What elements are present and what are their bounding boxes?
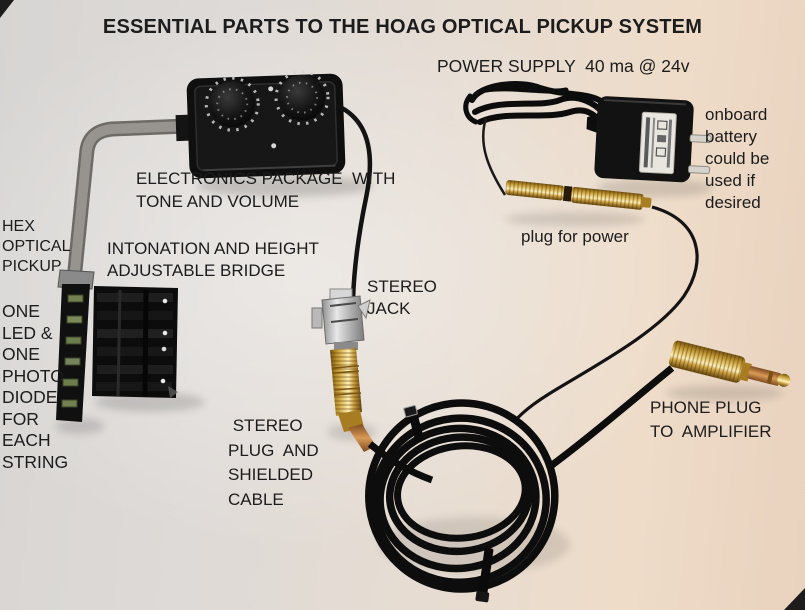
stereo-jack — [311, 288, 371, 345]
hex-optical-pickup — [56, 284, 90, 422]
cable-to-phone-plug — [545, 365, 675, 471]
stereo-plug — [330, 342, 376, 452]
plug-tip — [777, 373, 791, 387]
knurl-bands — [331, 365, 362, 396]
power-lead-wire — [482, 117, 507, 196]
power-plug-connector — [505, 180, 652, 210]
label-bridge: INTONATION AND HEIGHT ADJUSTABLE BRIDGE — [107, 239, 319, 280]
bridge — [92, 286, 178, 398]
label-led-photo-diode: ONE LED & ONE PHOTO DIODE FOR EACH STRIN… — [2, 301, 69, 472]
label-power-supply: POWER SUPPLY 40 ma @ 24v — [437, 56, 690, 76]
photo-corner-top-left — [0, 0, 14, 18]
photo-corner-bottom-right — [784, 588, 805, 610]
label-phone-plug: PHONE PLUG TO AMPLIFIER — [650, 398, 772, 441]
label-stereo-jack: STEREO JACK — [367, 277, 437, 318]
page-title: ESSENTIAL PARTS TO THE HOAG OPTICAL PICK… — [102, 16, 703, 38]
copper-shaft — [348, 424, 376, 452]
jack-wire — [336, 103, 373, 301]
shielded-cable-coil — [365, 399, 559, 593]
power-wire-loop — [512, 205, 699, 424]
power-prongs — [687, 134, 712, 175]
case-screw-top — [268, 86, 274, 92]
label-electronics-package: ELECTRONICS PACKAGE WITH TONE AND VOLUME — [136, 169, 396, 211]
case-screw-bottom — [271, 143, 277, 149]
electronics-package — [175, 70, 346, 179]
label-plug-for-power: plug for power — [521, 227, 629, 246]
tone-knob — [204, 76, 260, 132]
cable-tie-top — [403, 405, 425, 442]
volume-knob — [274, 70, 330, 126]
bridge-saddles — [96, 289, 173, 397]
label-stereo-plug: STEREO PLUG AND SHIELDED CABLE — [228, 416, 319, 509]
bridge-screws — [160, 298, 168, 384]
adapter-label — [638, 111, 677, 175]
cable-tie-bottom — [475, 547, 494, 603]
power-cord-bundle — [463, 81, 607, 131]
label-hex-optical-pickup: HEX OPTICAL PICKUP — [2, 218, 71, 275]
led-photodiode-windows — [61, 294, 84, 408]
power-supply-adapter — [586, 96, 712, 183]
phone-plug — [668, 340, 791, 387]
label-onboard-battery-note: onboard battery could be used if desired — [705, 105, 770, 212]
